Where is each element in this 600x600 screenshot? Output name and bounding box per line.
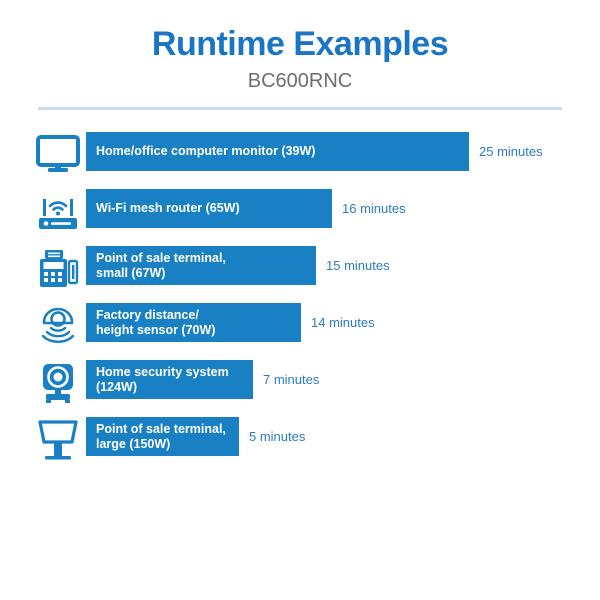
- pos-terminal-large-icon: [30, 417, 86, 462]
- value-label: 25 minutes: [479, 144, 543, 160]
- bar-label: Home security system (124W): [96, 364, 229, 394]
- pos-terminal-small-icon: [30, 246, 86, 291]
- header-divider: [38, 107, 562, 111]
- bar-label: Factory distance/ height sensor (70W): [96, 307, 216, 337]
- chart-row: Home security system (124W) 7 minutes: [0, 360, 600, 417]
- value-label: 5 minutes: [249, 429, 306, 445]
- bar: Point of sale terminal, large (150W): [86, 417, 239, 457]
- bar-wrap: Point of sale terminal, small (67W) 15 m…: [86, 246, 600, 286]
- page-title: Runtime Examples: [151, 25, 449, 63]
- bar-wrap: Home/office computer monitor (39W) 25 mi…: [86, 132, 600, 172]
- bar-wrap: Point of sale terminal, large (150W) 5 m…: [86, 417, 600, 457]
- value-label: 7 minutes: [263, 372, 320, 388]
- bar-wrap: Wi-Fi mesh router (65W) 16 minutes: [86, 189, 600, 229]
- chart-row: Point of sale terminal, large (150W) 5 m…: [0, 417, 600, 474]
- bar-label: Point of sale terminal, small (67W): [96, 250, 226, 280]
- bar-label: Wi-Fi mesh router (65W): [96, 201, 240, 216]
- value-label: 16 minutes: [342, 201, 406, 217]
- security-camera-icon: [30, 360, 86, 405]
- bar: Home security system (124W): [86, 360, 253, 400]
- chart-row: Point of sale terminal, small (67W) 15 m…: [0, 246, 600, 303]
- chart-row: Wi-Fi mesh router (65W) 16 minutes: [0, 189, 600, 246]
- bar: Point of sale terminal, small (67W): [86, 246, 316, 286]
- distance-sensor-icon: [30, 303, 86, 348]
- bar-label: Point of sale terminal, large (150W): [96, 421, 226, 451]
- value-label: 14 minutes: [311, 315, 375, 331]
- bar-wrap: Factory distance/ height sensor (70W) 14…: [86, 303, 600, 343]
- chart-row: Home/office computer monitor (39W) 25 mi…: [0, 132, 600, 189]
- header: Runtime Examples BC600RNC: [0, 0, 600, 111]
- bar: Home/office computer monitor (39W): [86, 132, 469, 172]
- value-label: 15 minutes: [326, 258, 390, 274]
- chart-row: Factory distance/ height sensor (70W) 14…: [0, 303, 600, 360]
- bar: Wi-Fi mesh router (65W): [86, 189, 332, 229]
- page-subtitle: BC600RNC: [247, 70, 353, 93]
- wifi-router-icon: [30, 189, 86, 234]
- computer-monitor-icon: [30, 132, 86, 177]
- bar: Factory distance/ height sensor (70W): [86, 303, 301, 343]
- runtime-bar-chart: Home/office computer monitor (39W) 25 mi…: [0, 132, 600, 474]
- bar-label: Home/office computer monitor (39W): [96, 144, 316, 159]
- bar-wrap: Home security system (124W) 7 minutes: [86, 360, 600, 400]
